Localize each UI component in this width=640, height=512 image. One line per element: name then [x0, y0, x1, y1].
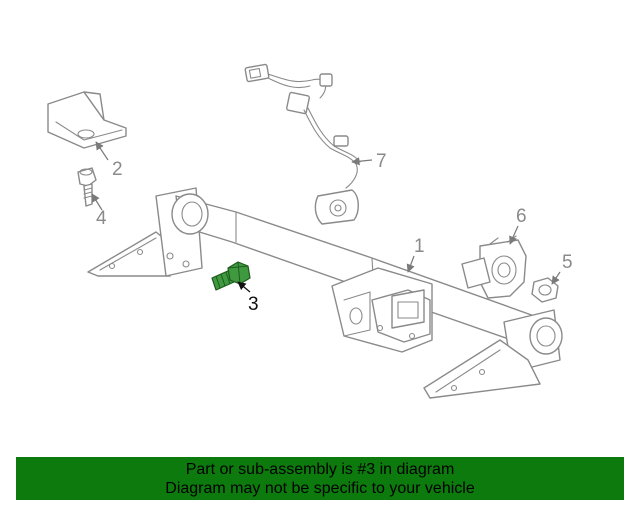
hitch-crossmember-part-1[interactable] — [87, 187, 563, 399]
leader-7 — [351, 157, 373, 166]
leader-2 — [95, 141, 109, 161]
leader-3 — [237, 281, 251, 293]
nut-part-5[interactable] — [531, 277, 559, 303]
bolt-part-3-highlighted[interactable] — [211, 261, 251, 291]
diagram-notice-banner: Part or sub-assembly is #3 in diagram Di… — [16, 457, 624, 500]
leader-5 — [551, 271, 561, 285]
wiring-harness-part-7[interactable] — [244, 63, 361, 225]
leader-1 — [406, 255, 415, 273]
callout-7[interactable]: 7 — [376, 151, 387, 172]
trailer-connector-part-6[interactable] — [461, 235, 527, 299]
callout-1[interactable]: 1 — [414, 236, 425, 257]
bolt-part-4[interactable] — [77, 167, 97, 207]
banner-line-2: Diagram may not be specific to your vehi… — [165, 479, 475, 497]
leader-6 — [509, 225, 519, 245]
leader-4 — [91, 193, 103, 211]
callout-5[interactable]: 5 — [562, 252, 573, 273]
bracket-part-2[interactable] — [47, 91, 127, 149]
banner-line-1: Part or sub-assembly is #3 in diagram — [185, 460, 455, 478]
parts-diagram: 2 4 7 1 6 5 3 — [47, 63, 573, 399]
callout-leaders — [91, 141, 561, 293]
callout-3[interactable]: 3 — [248, 294, 259, 315]
callout-2[interactable]: 2 — [112, 159, 123, 180]
callout-6[interactable]: 6 — [516, 206, 527, 227]
callout-4[interactable]: 4 — [96, 208, 107, 229]
